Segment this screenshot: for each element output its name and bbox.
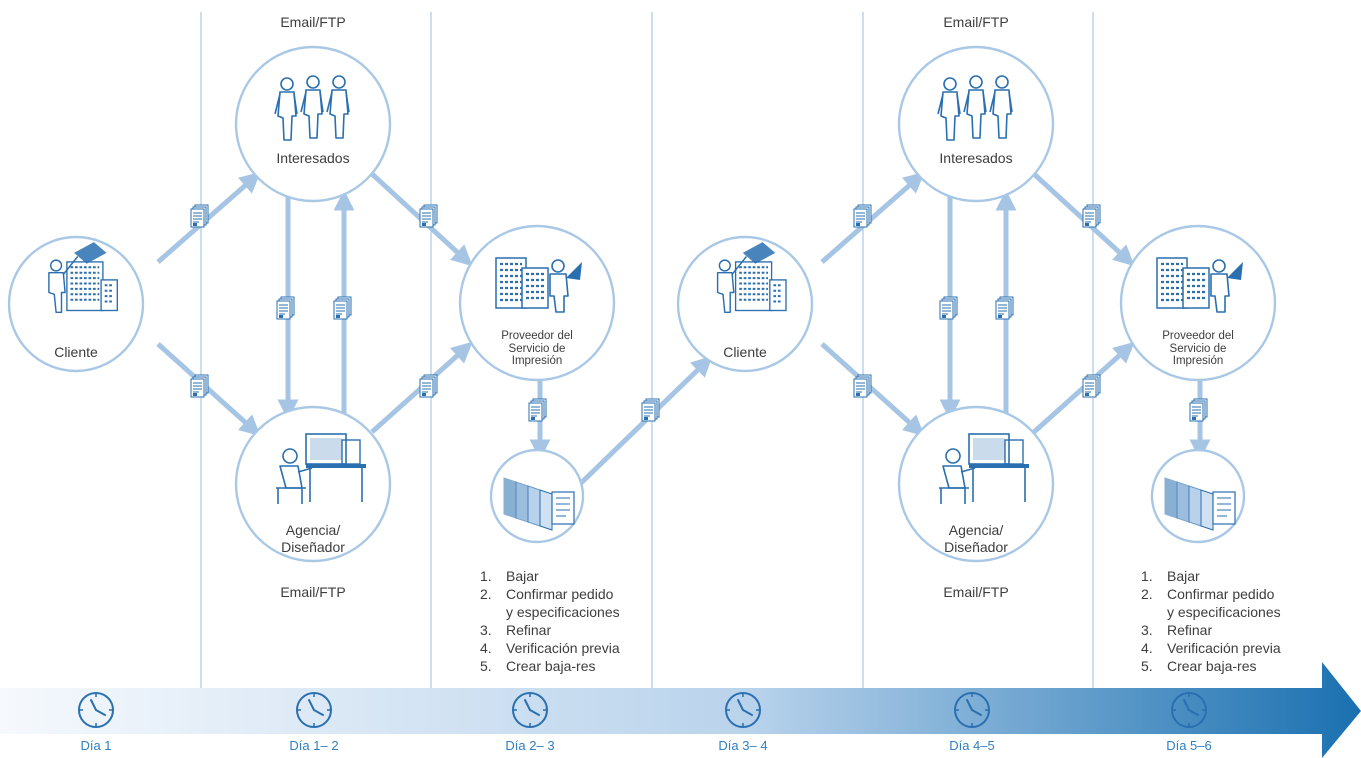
step-item: 3.Refinar (1141, 622, 1213, 638)
document-stack-icon (333, 296, 352, 320)
agencia-label-2: Agencia/ Diseñador (916, 522, 1036, 556)
step-item: 4.Verificación previa (1141, 640, 1281, 656)
agencia-node-2 (897, 405, 1055, 563)
email-ftp-label-3: Email/FTP (943, 14, 1009, 30)
step-item: 4.Verificación previa (480, 640, 620, 656)
proveedor-label-line3: Impresión (511, 355, 563, 367)
timeline-arrow (0, 662, 1361, 758)
proveedor-label-line2: Servicio de (1169, 342, 1227, 355)
proveedor-label-line1: Proveedor del (501, 330, 573, 342)
document-stack-icon (190, 204, 209, 228)
proveedor-label: Proveedor del Servicio de Impresión (487, 330, 587, 368)
email-ftp-label-1: Email/FTP (280, 14, 346, 30)
agencia-label: Agencia/ Diseñador (253, 522, 373, 556)
step-item: 5.Crear baja-res (480, 658, 596, 674)
document-stack-icon (1082, 374, 1101, 398)
day-label-4: Día 3– 4 (718, 738, 768, 753)
document-stack-icon (276, 296, 295, 320)
day-label-5: Día 4–5 (949, 738, 995, 753)
document-stack-icon (853, 374, 872, 398)
proveedor-label-line2: Servicio de (508, 342, 566, 355)
step-item: y especificaciones (506, 604, 620, 620)
node-circles (7, 45, 1277, 563)
agencia-label-line2: Diseñador (281, 539, 345, 555)
interesados-label-2: Interesados (939, 150, 1013, 166)
step-item: 1.Bajar (480, 568, 539, 584)
document-stack-icon (1082, 204, 1101, 228)
document-stack-icon (419, 374, 438, 398)
document-stack-icon (190, 374, 209, 398)
agencia-label-line1: Agencia/ (285, 522, 341, 538)
node-icons (47, 76, 1245, 531)
agencia-label-line1: Agencia/ (948, 522, 1004, 538)
step-item: 2.Confirmar pedido (1141, 586, 1275, 602)
email-ftp-label-4: Email/FTP (943, 584, 1009, 600)
steps-list: 1.Bajar 2.Confirmar pedido y especificac… (480, 567, 620, 675)
cliente-label-2: Cliente (723, 344, 767, 360)
day-label-6: Día 5–6 (1166, 738, 1212, 753)
agencia-label-line2: Diseñador (944, 539, 1008, 555)
agencia-node (234, 405, 392, 563)
document-stack-icon (853, 204, 872, 228)
step-item: 3.Refinar (480, 622, 552, 638)
proveedor-label-line1: Proveedor del (1162, 330, 1234, 342)
document-stack-icon (939, 296, 958, 320)
step-item: y especificaciones (1167, 604, 1281, 620)
day-label-2: Día 1– 2 (289, 738, 339, 753)
day-label-1: Día 1 (80, 738, 112, 753)
document-stack-icon (528, 398, 547, 422)
cliente-label: Cliente (54, 344, 98, 360)
document-stack-icon (419, 204, 438, 228)
day-label-3: Día 2– 3 (505, 738, 555, 753)
step-item: 2.Confirmar pedido (480, 586, 614, 602)
proveedor-label-line3: Impresión (1172, 355, 1224, 367)
document-stack-icon (995, 296, 1014, 320)
email-ftp-label-2: Email/FTP (280, 584, 346, 600)
document-stack-icon (1189, 398, 1208, 422)
interesados-node-2 (897, 45, 1055, 203)
step-item: 1.Bajar (1141, 568, 1200, 584)
column-dividers (200, 12, 1094, 688)
interesados-node (234, 45, 392, 203)
proveedor-label-2: Proveedor del Servicio de Impresión (1148, 330, 1248, 368)
steps-list-2: 1.Bajar 2.Confirmar pedido y especificac… (1141, 567, 1281, 675)
step-item: 5.Crear baja-res (1141, 658, 1257, 674)
document-stack-icon (641, 398, 660, 422)
interesados-label: Interesados (276, 150, 350, 166)
